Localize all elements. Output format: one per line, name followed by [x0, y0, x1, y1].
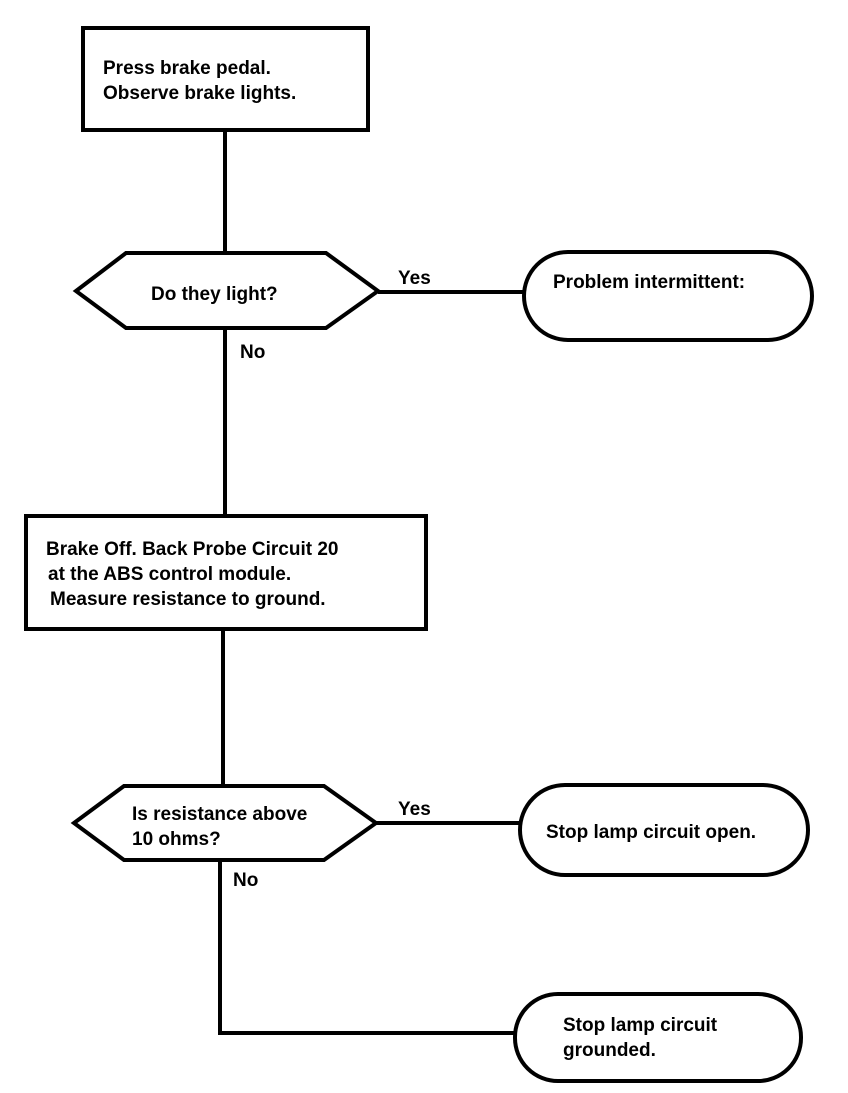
decision-resistance: [70, 784, 380, 862]
edge-label-q1-yes: Yes: [398, 268, 431, 289]
grounded-label-line1: Stop lamp circuit: [563, 1015, 718, 1036]
decision-do-they-light: [72, 251, 382, 330]
grounded-label-line2: grounded.: [563, 1040, 656, 1061]
connector-q2-no: [218, 860, 515, 1035]
press-label-line1: Press brake pedal.: [103, 58, 271, 79]
probe-label-line1: Brake Off. Back Probe Circuit 20: [46, 539, 339, 560]
edge-label-q2-yes: Yes: [398, 799, 431, 820]
q1-label: Do they light?: [151, 284, 278, 305]
q2-label-line2: 10 ohms?: [132, 829, 221, 850]
terminal-stop-lamp-open: [518, 783, 810, 877]
terminal-problem-intermittent: [522, 250, 814, 342]
intermittent-label: Problem intermittent:: [553, 272, 746, 293]
open-label: Stop lamp circuit open.: [546, 822, 757, 843]
press-label-line2: Observe brake lights.: [103, 83, 297, 104]
probe-label-line2: at the ABS control module.: [48, 564, 292, 585]
edge-label-q2-no: No: [233, 870, 259, 891]
terminal-stop-lamp-grounded: [513, 992, 803, 1083]
q2-label: Is resistance above 10 ohms?: [132, 802, 307, 852]
probe-label-line3: Measure resistance to ground.: [50, 589, 326, 610]
q2-label-line1: Is resistance above: [132, 804, 308, 825]
probe-label: Brake Off. Back Probe Circuit 20 at the …: [46, 537, 339, 612]
box-press-brake: [81, 26, 370, 132]
grounded-label: Stop lamp circuit grounded.: [563, 1013, 717, 1063]
box-back-probe: [24, 514, 428, 631]
press-label: Press brake pedal. Observe brake lights.: [103, 56, 296, 106]
edge-label-q1-no: No: [240, 342, 266, 363]
